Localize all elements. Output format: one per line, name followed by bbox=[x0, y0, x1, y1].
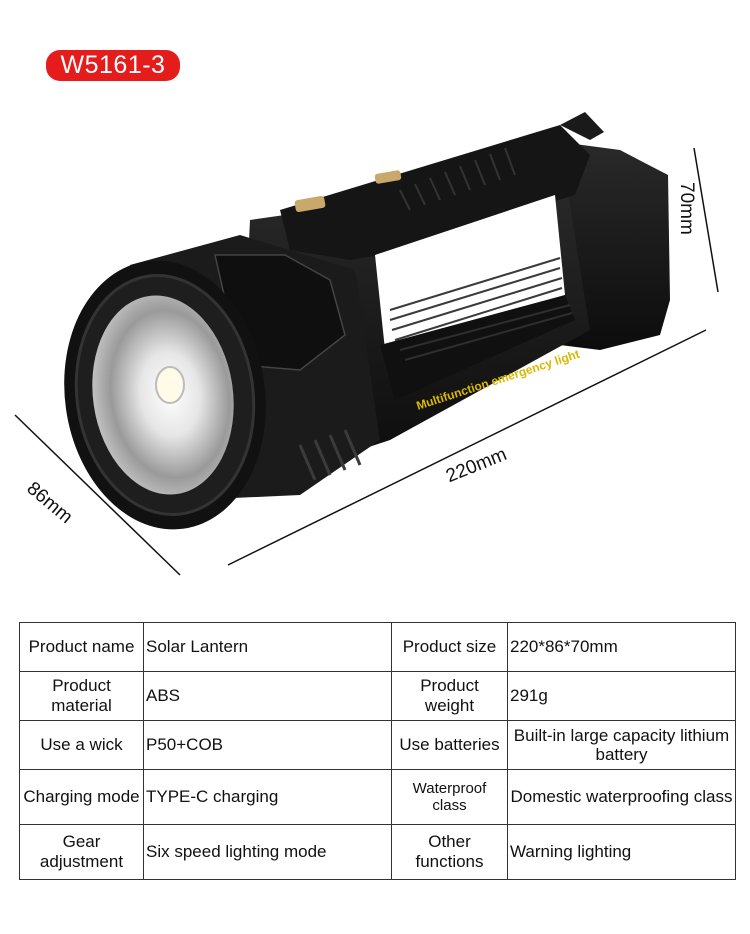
spec-key: Waterproof class bbox=[391, 769, 508, 825]
spec-key: Product material bbox=[19, 671, 144, 721]
body-ribs bbox=[389, 257, 563, 341]
spec-value: Six speed lighting mode bbox=[143, 824, 392, 880]
spec-key: Other functions bbox=[391, 824, 508, 880]
spec-value: 291g bbox=[507, 671, 736, 721]
spec-key: Use batteries bbox=[391, 720, 508, 770]
spec-table: Product name Solar Lantern Product size … bbox=[19, 622, 736, 880]
table-row: Product material ABS Product weight 291g bbox=[19, 671, 736, 721]
spec-key: Gear adjustment bbox=[19, 824, 144, 880]
depth-line bbox=[14, 414, 181, 576]
switch-button bbox=[294, 195, 326, 213]
spec-key: Charging mode bbox=[19, 769, 144, 825]
led-emitter bbox=[155, 366, 185, 404]
spec-value: Solar Lantern bbox=[143, 622, 392, 672]
model-badge: W5161-3 bbox=[46, 50, 180, 81]
height-line bbox=[693, 147, 719, 293]
handle-grip-ribs bbox=[399, 147, 516, 211]
charge-port bbox=[374, 170, 402, 184]
table-row: Use a wick P50+COB Use batteries Built-i… bbox=[19, 720, 736, 770]
spec-key: Product size bbox=[391, 622, 508, 672]
spec-value: TYPE-C charging bbox=[143, 769, 392, 825]
product-image-flashlight: Multifunction emergency light bbox=[14, 112, 719, 576]
length-line bbox=[227, 329, 707, 566]
handle bbox=[280, 125, 590, 260]
dimension-height: 70mm bbox=[676, 182, 697, 235]
spec-value: Domestic waterproofing class bbox=[507, 769, 736, 825]
spec-value: ABS bbox=[143, 671, 392, 721]
spec-key: Product weight bbox=[391, 671, 508, 721]
spec-key: Use a wick bbox=[19, 720, 144, 770]
spec-value: Warning lighting bbox=[507, 824, 736, 880]
table-row: Gear adjustment Six speed lighting mode … bbox=[19, 824, 736, 880]
spec-value: Built-in large capacity lithium battery bbox=[507, 720, 736, 770]
spec-value: P50+COB bbox=[143, 720, 392, 770]
lanyard-loop bbox=[560, 112, 604, 140]
table-row: Charging mode TYPE-C charging Waterproof… bbox=[19, 769, 736, 825]
handle-opening bbox=[375, 195, 565, 350]
table-row: Product name Solar Lantern Product size … bbox=[19, 622, 736, 672]
spec-value: 220*86*70mm bbox=[507, 622, 736, 672]
head-grip-ribs bbox=[298, 429, 362, 481]
spec-key: Product name bbox=[19, 622, 144, 672]
